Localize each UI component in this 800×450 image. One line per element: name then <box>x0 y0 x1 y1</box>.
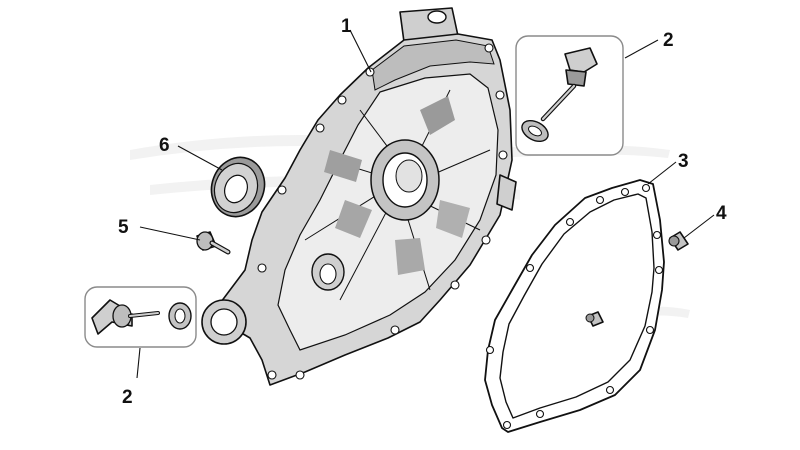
callout-2-upper: 2 <box>663 30 674 51</box>
dowel-pin-icon <box>668 231 689 251</box>
oil-seal-icon <box>210 156 266 218</box>
callout-5: 5 <box>118 217 129 238</box>
dowel-pin-inner-icon <box>585 311 604 327</box>
oil-dipstick-upper-box <box>515 35 624 156</box>
callout-2-lower: 2 <box>122 387 133 408</box>
dipstick-lower-icon <box>91 299 192 335</box>
gasket-icon <box>484 179 665 433</box>
oil-dipstick-lower-box <box>84 286 197 348</box>
callout-6: 6 <box>159 135 170 156</box>
bolt-icon <box>196 231 231 255</box>
callout-1: 1 <box>341 16 352 37</box>
callout-4: 4 <box>716 203 727 224</box>
dipstick-upper-icon <box>521 47 598 143</box>
crankcase-cover <box>201 7 517 386</box>
callout-3: 3 <box>678 151 689 172</box>
leader-lines <box>136 29 715 379</box>
